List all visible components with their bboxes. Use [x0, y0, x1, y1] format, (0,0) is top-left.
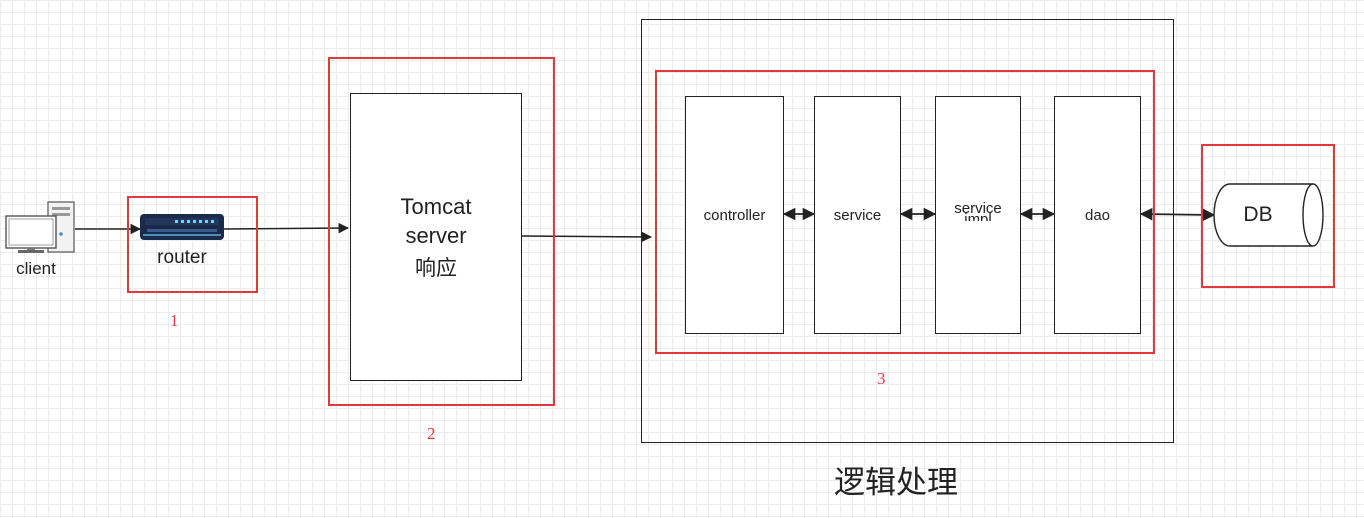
service-impl-layer-box: service impl: [935, 96, 1021, 334]
database-cylinder-icon: [1213, 183, 1324, 247]
db-label: DB: [1243, 203, 1273, 226]
router-highlight-box: [127, 196, 258, 293]
controller-label: controller: [703, 207, 766, 224]
marker-2: 2: [427, 424, 436, 443]
dao-label: dao: [1084, 207, 1111, 224]
logic-processing-caption: 逻辑处理: [834, 465, 958, 500]
tomcat-server-box: Tomcat server 响应: [350, 93, 522, 381]
router-label: router: [157, 247, 207, 268]
network-router-icon: [140, 214, 224, 240]
tomcat-label-line2: server: [405, 223, 467, 248]
tomcat-logic-arrow: [521, 231, 653, 243]
tomcat-highlight-box: [328, 57, 555, 406]
tomcat-label-line3: 响应: [415, 257, 457, 280]
logic-highlight-box: [655, 70, 1155, 354]
service-impl-label-line1: service: [954, 200, 1002, 217]
desktop-computer-icon: [5, 201, 75, 253]
client-node: client: [4, 198, 76, 282]
client-label: client: [16, 259, 56, 278]
marker-3: 3: [877, 369, 886, 388]
db-highlight-box: [1201, 144, 1335, 288]
service-layer-box: service: [814, 96, 901, 334]
service-label: service: [833, 207, 882, 224]
router-tomcat-arrow: [223, 222, 350, 234]
tomcat-label-line1: Tomcat: [400, 194, 472, 219]
service-impl-label-line2: impl: [964, 211, 992, 221]
controller-layer-box: controller: [685, 96, 784, 334]
logic-processing-box: [641, 19, 1174, 443]
marker-1: 1: [170, 311, 179, 330]
dao-layer-box: dao: [1054, 96, 1141, 334]
